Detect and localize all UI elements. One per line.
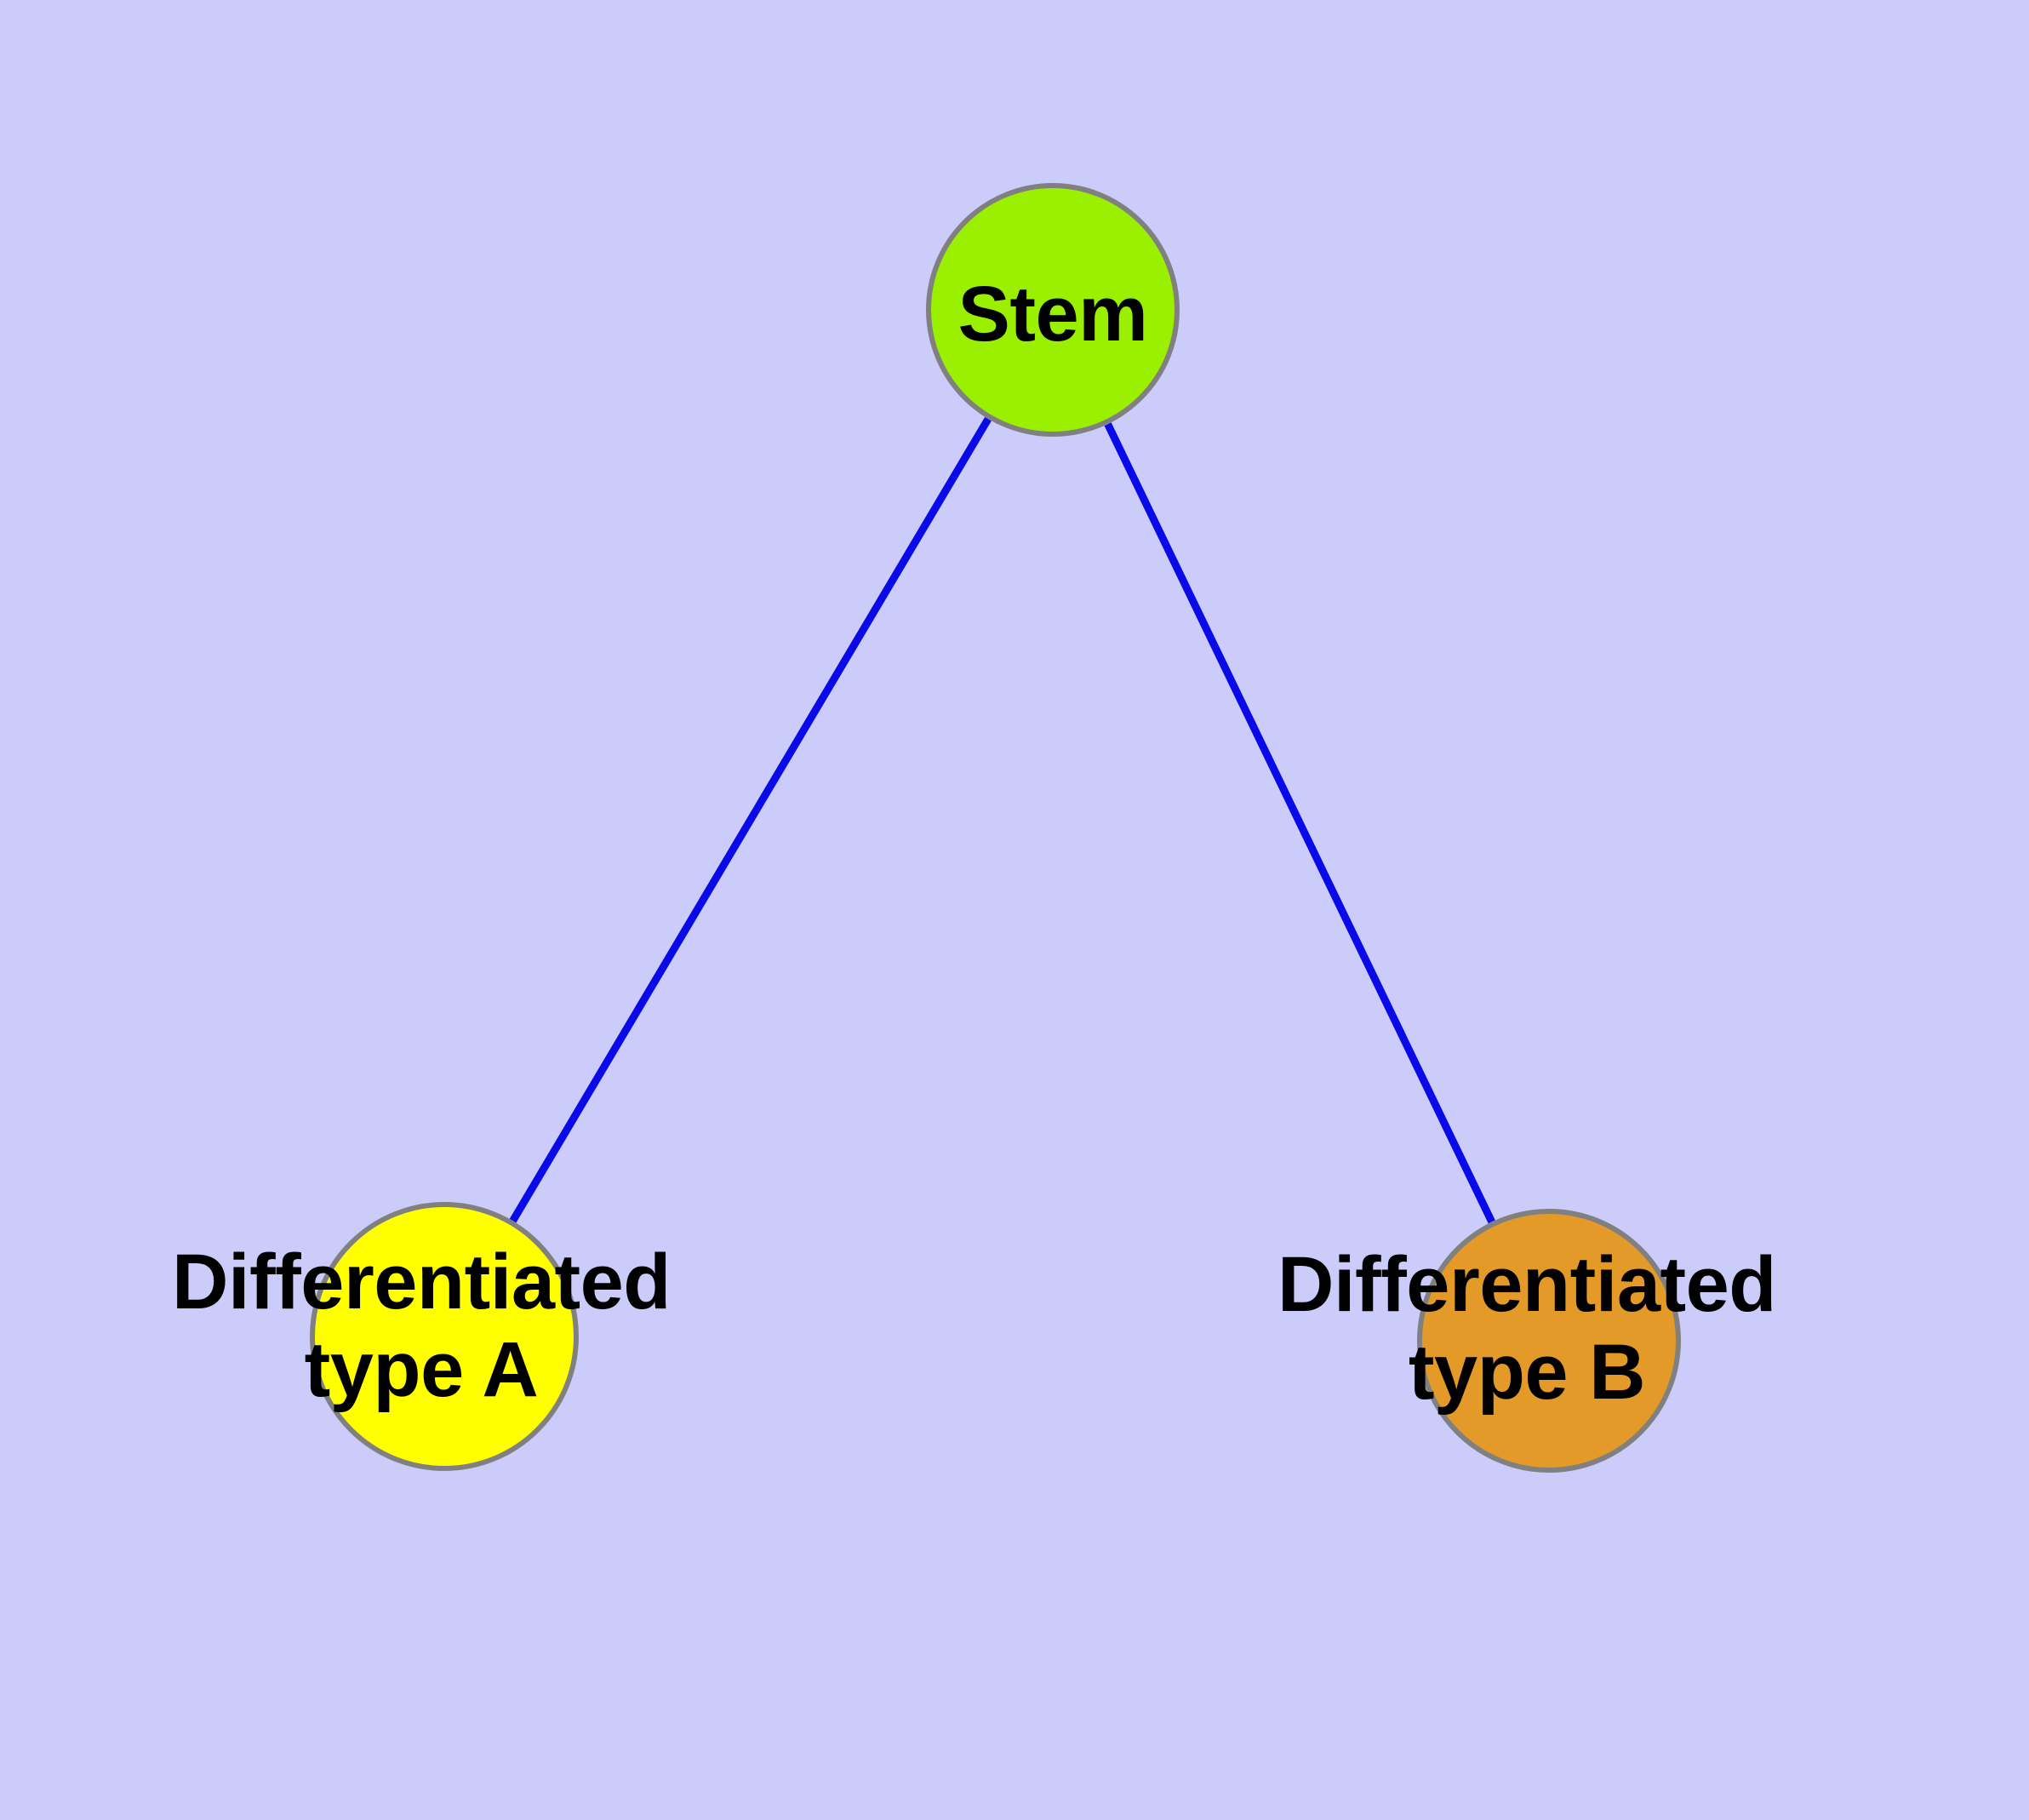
edge-stem-to-differentiated-type-b bbox=[1104, 422, 1495, 1224]
node-differentiated-type-b[interactable] bbox=[1417, 1209, 1681, 1473]
node-differentiated-type-a[interactable] bbox=[310, 1202, 579, 1471]
node-stem[interactable] bbox=[926, 183, 1180, 437]
edge-stem-to-differentiated-type-a bbox=[509, 416, 992, 1223]
